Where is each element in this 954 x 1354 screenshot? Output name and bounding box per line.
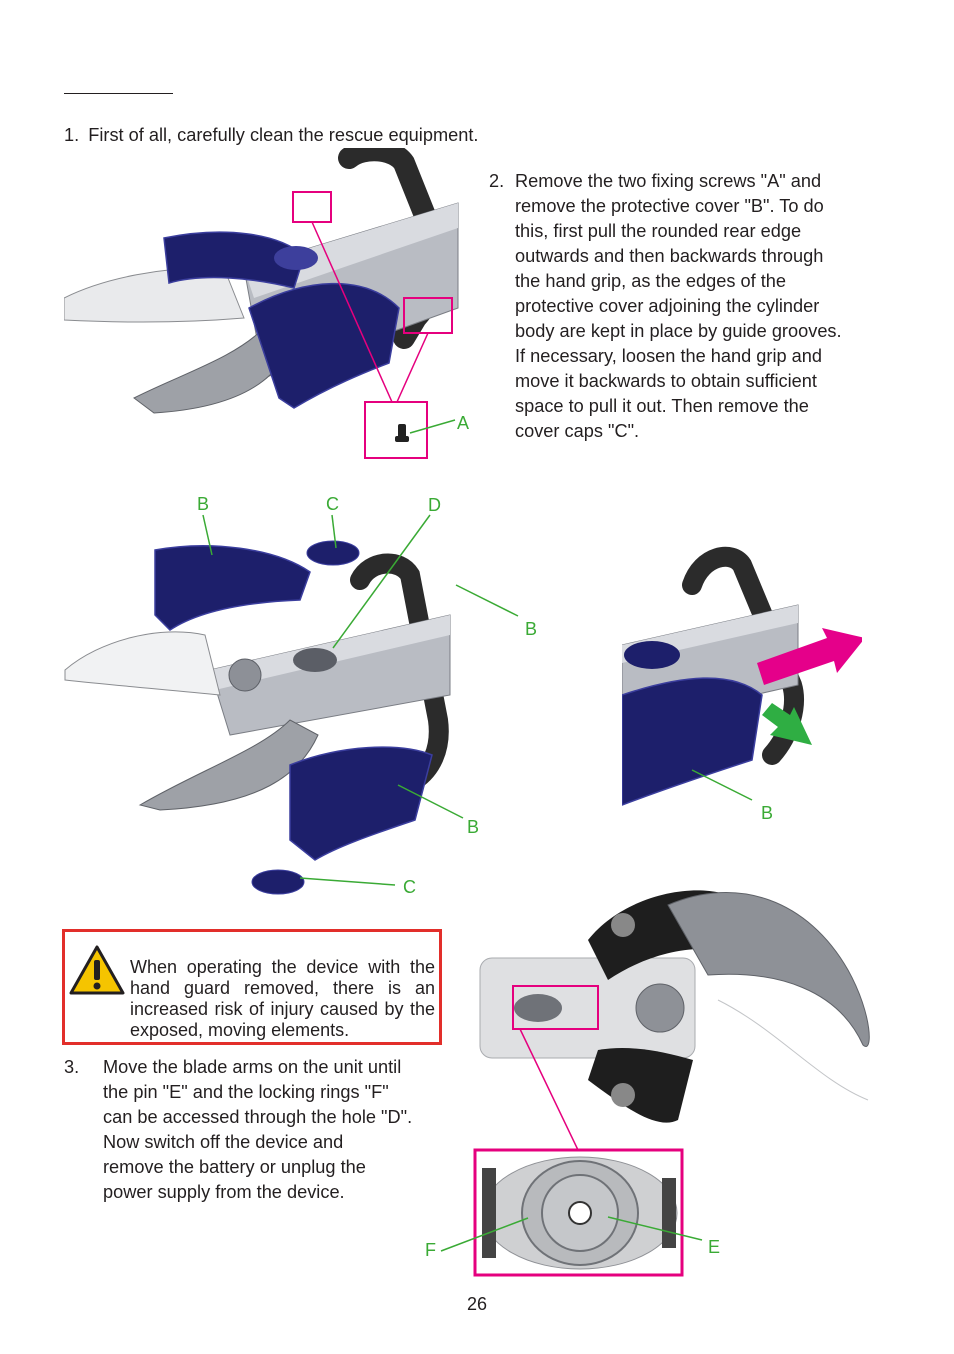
- step-2-line: remove the protective cover "B". To do: [515, 196, 824, 216]
- step-1: 1. First of all, carefully clean the res…: [64, 123, 478, 148]
- step-2-text: Remove the two fixing screws "A" and rem…: [515, 169, 842, 444]
- header-rule: [64, 93, 173, 94]
- warning-triangle-icon: [69, 945, 125, 995]
- callout-b-bottom: B: [467, 817, 480, 837]
- step-1-text: First of all, carefully clean the rescue…: [88, 125, 479, 145]
- step-2-line: this, first pull the rounded rear edge: [515, 221, 802, 241]
- step-3-line: power supply from the device.: [103, 1182, 345, 1202]
- page-number: 26: [466, 1294, 488, 1314]
- step-3-line: remove the battery or unplug the: [103, 1157, 366, 1177]
- step-3-number: 3.: [64, 1057, 80, 1077]
- step-3-text: Move the blade arms on the unit until th…: [103, 1055, 412, 1205]
- callout-b-top: B: [197, 494, 210, 514]
- callout-b-right: B: [525, 619, 538, 639]
- warning-text: When operating the device with the hand …: [130, 957, 435, 1040]
- step-2-line: outwards and then backwards through: [515, 246, 824, 266]
- step-1-number: 1.: [64, 125, 80, 145]
- callout-f: F: [425, 1240, 436, 1260]
- step-3-line: can be accessed through the hole "D".: [103, 1107, 413, 1127]
- callout-c-top: C: [326, 494, 339, 514]
- step-2-line: protective cover adjoining the cylinder: [515, 296, 820, 316]
- figure-2-leaders: [202, 514, 519, 886]
- figure-1-highlights: [292, 191, 456, 459]
- warning-box: [62, 929, 442, 1045]
- step-3-line: Move the blade arms on the unit until: [103, 1057, 402, 1077]
- step-2-line: Remove the two fixing screws "A" and: [515, 171, 822, 191]
- callout-c-bottom: C: [403, 877, 416, 897]
- step-3: 3. Move the blade arms on the unit until…: [64, 1055, 412, 1205]
- figure-4-pin-access: [478, 880, 882, 1135]
- figure-3-cover-pull: [622, 545, 862, 815]
- step-2-line: space to pull it out. Then remove the: [515, 396, 809, 416]
- step-2-number: 2.: [489, 171, 505, 191]
- callout-b-fig3: B: [761, 803, 774, 823]
- figure-2-exploded-view: [64, 540, 451, 895]
- step-2-line: move it backwards to obtain sufficient: [515, 371, 817, 391]
- step-2-line: body are kept in place by guide grooves.: [515, 321, 842, 341]
- figure-4-detail: [440, 985, 703, 1277]
- step-2-line: the hand grip, as the edges of the: [515, 271, 786, 291]
- step-3-line: Now switch off the device and: [103, 1132, 344, 1152]
- callout-e: E: [708, 1237, 721, 1257]
- callout-d: D: [428, 495, 441, 515]
- step-2: 2. Remove the two fixing screws "A" and …: [489, 169, 842, 444]
- step-2-line: cover caps "C".: [515, 421, 640, 441]
- step-2-line: If necessary, loosen the hand grip and: [515, 346, 823, 366]
- callout-a: A: [457, 413, 470, 433]
- step-3-line: the pin "E" and the locking rings "F": [103, 1082, 389, 1102]
- figure-1-screw-removal: [64, 148, 459, 414]
